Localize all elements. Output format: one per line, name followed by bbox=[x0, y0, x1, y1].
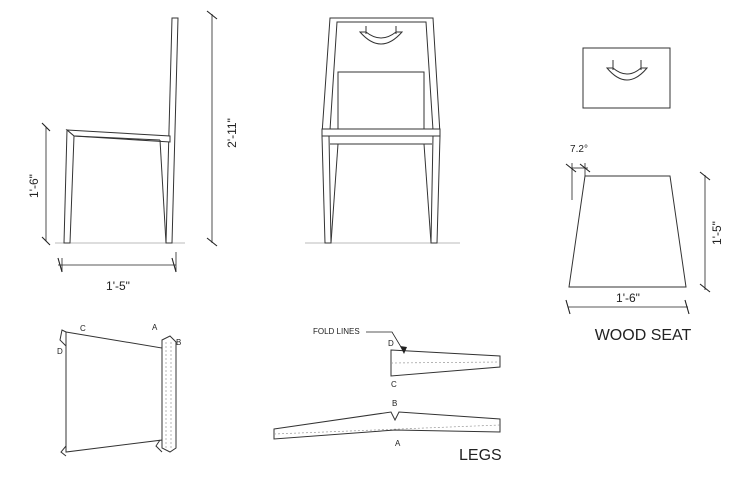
legs-pattern: D C FOLD LINES B A LEGS bbox=[273, 327, 502, 464]
dim-tick bbox=[41, 122, 51, 132]
leg-upper-piece bbox=[390, 349, 501, 377]
wood-seat: 7.2° 1'-5" 1'-6" WOOD SEAT bbox=[565, 144, 724, 344]
front-inner-line bbox=[330, 143, 339, 244]
dim-seat-height-right: 1'-5" bbox=[710, 221, 724, 245]
legs-label: LEGS bbox=[459, 447, 502, 464]
fold-line bbox=[273, 424, 501, 435]
dim-tick bbox=[565, 163, 577, 173]
side-rear-leg-line bbox=[159, 139, 167, 244]
dim-tick bbox=[206, 237, 218, 247]
flap-right bbox=[161, 335, 177, 453]
flap-left-bottom bbox=[60, 445, 67, 457]
side-front-leg bbox=[63, 128, 75, 244]
front-view bbox=[305, 17, 460, 244]
dim-tick bbox=[41, 236, 51, 246]
fold-lines-label: FOLD LINES bbox=[313, 327, 360, 336]
label-point-d: D bbox=[57, 347, 63, 356]
flat-pattern-outline bbox=[65, 331, 163, 453]
dim-tick bbox=[565, 299, 571, 315]
dim-tick bbox=[57, 257, 63, 273]
label-point-d-leg: D bbox=[388, 339, 394, 348]
label-point-b-leg: B bbox=[392, 399, 397, 408]
dim-overall-height: 2'-11" bbox=[225, 118, 239, 148]
side-seat-underside bbox=[73, 135, 161, 141]
front-back-frame-inner bbox=[329, 21, 434, 131]
seat-back-piece bbox=[582, 47, 671, 109]
leader-arrowhead bbox=[400, 346, 407, 354]
flap-left-top bbox=[59, 329, 67, 347]
front-seat-panel bbox=[337, 71, 425, 130]
label-point-c-leg: C bbox=[391, 380, 397, 389]
dim-seat-width: 1'-6" bbox=[616, 291, 640, 305]
side-back-post bbox=[165, 17, 179, 244]
front-inner-line bbox=[423, 143, 432, 244]
leg-long-piece bbox=[273, 411, 501, 440]
dim-tick bbox=[171, 257, 177, 273]
fold-lines-leader bbox=[366, 331, 405, 353]
label-point-a: A bbox=[152, 323, 158, 332]
dim-tick bbox=[579, 163, 591, 173]
side-view: 1'-6" 1'-5" 2'-11" bbox=[27, 10, 239, 293]
label-point-c: C bbox=[80, 324, 86, 333]
dim-seat-height: 1'-6" bbox=[27, 174, 41, 198]
flat-pattern: C D A B bbox=[57, 323, 181, 457]
front-seat-band bbox=[321, 128, 441, 137]
flap-right-bottom bbox=[155, 439, 163, 453]
dim-tick bbox=[699, 171, 711, 181]
front-back-frame-outer bbox=[321, 17, 441, 135]
dim-depth: 1'-5" bbox=[106, 279, 130, 293]
label-point-a-leg: A bbox=[395, 439, 401, 448]
dim-tick bbox=[206, 10, 218, 20]
wood-seat-label: WOOD SEAT bbox=[595, 327, 692, 344]
dim-seat-angle: 7.2° bbox=[570, 144, 588, 155]
wood-seat-outline bbox=[568, 175, 687, 288]
front-left-leg bbox=[321, 135, 332, 244]
dim-tick bbox=[699, 283, 711, 293]
dim-tick bbox=[684, 299, 690, 315]
front-right-leg bbox=[430, 135, 441, 244]
label-point-b: B bbox=[176, 338, 181, 347]
